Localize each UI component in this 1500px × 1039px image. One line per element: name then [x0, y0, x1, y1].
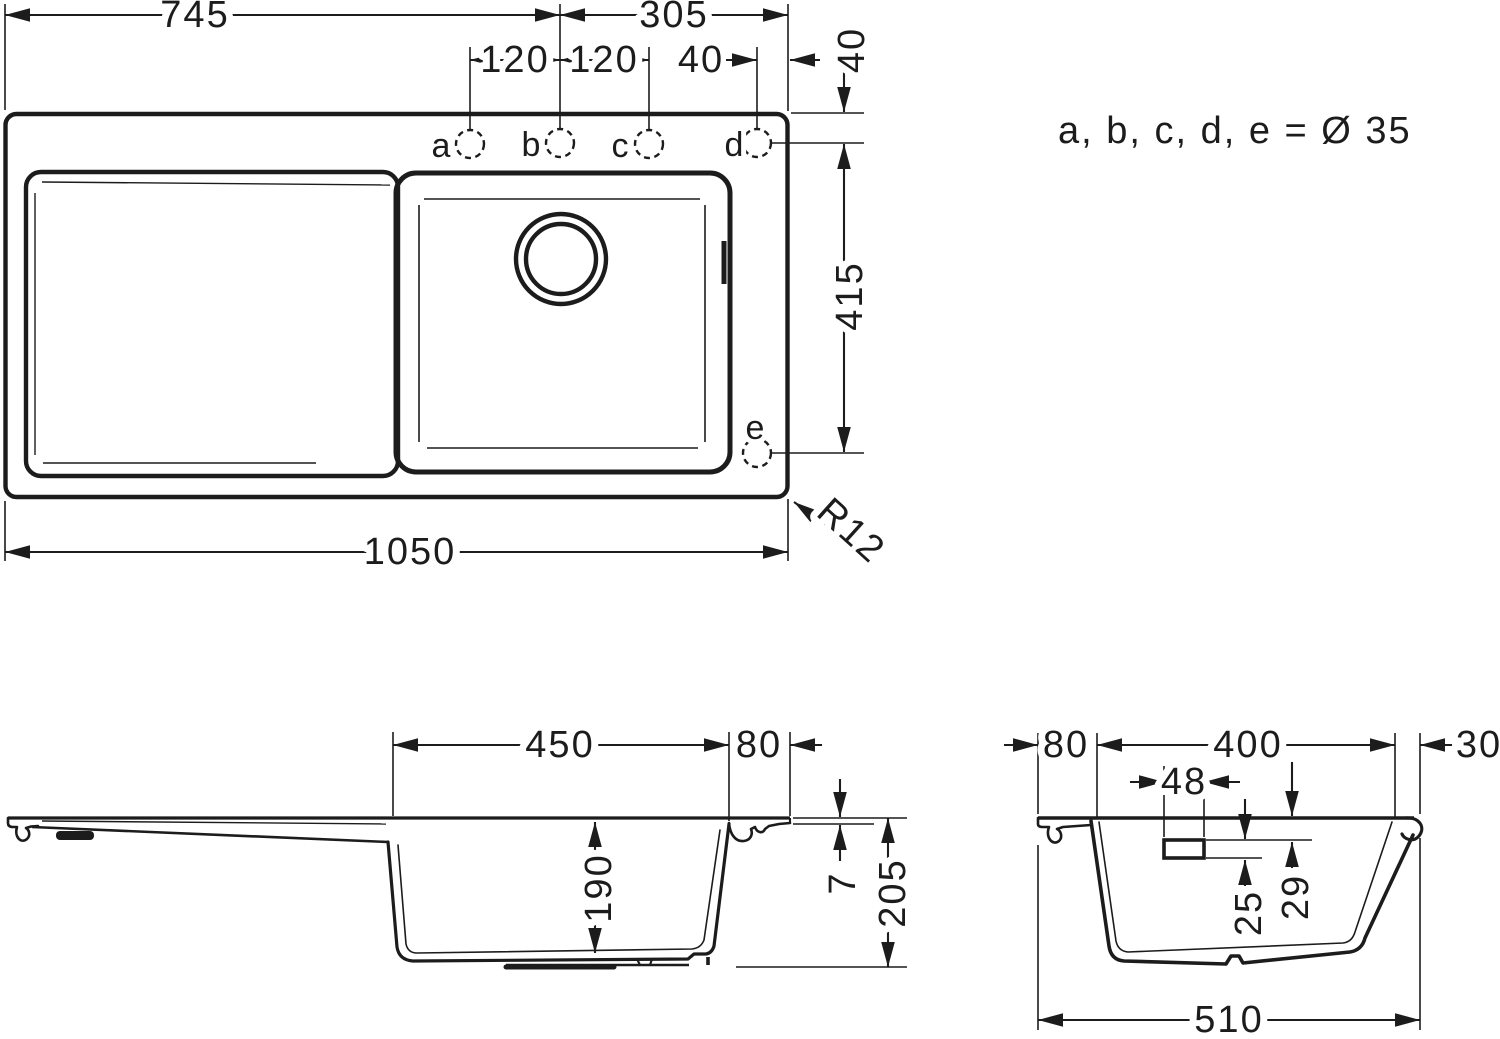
hole-a — [454, 128, 486, 160]
dim-label-190: 190 — [578, 853, 620, 922]
dim-label-510: 510 — [1194, 999, 1263, 1039]
basin-profile-outer — [386, 822, 731, 963]
dim-label-205: 205 — [872, 858, 914, 927]
sink-outline — [3, 111, 790, 500]
dim-label-40-horizontal: 40 — [678, 39, 724, 81]
dim-label-r12: R12 — [809, 490, 893, 572]
dim-label-7: 7 — [822, 871, 864, 894]
hole-e — [741, 437, 773, 469]
drainboard-outline — [23, 169, 401, 479]
dim-label-415: 415 — [829, 261, 871, 330]
dim-label-48: 48 — [1161, 761, 1207, 803]
mounting-boss — [56, 831, 94, 840]
dim-label-305: 305 — [639, 0, 708, 36]
left-rim-profile — [6, 816, 40, 842]
hole-c-label: c — [612, 127, 629, 165]
dim-label-120-ab: 120 — [480, 39, 549, 81]
left-rim-profile — [1036, 816, 1093, 844]
section-view: 80 400 30 48 29 25 510 — [1004, 717, 1500, 1039]
dim-label-40-vertical: 40 — [831, 27, 873, 73]
hole-diameter-note: a, b, c, d, e = Ø 35 — [1058, 110, 1412, 152]
hole-a-label: a — [432, 127, 451, 165]
drainboard-underside-line — [31, 825, 389, 844]
top-view: a b c d e 745 305 120 120 40 40 415 — [3, 0, 900, 580]
dim-label-400: 400 — [1213, 724, 1282, 766]
basin-profile-inner — [1098, 821, 1393, 953]
hole-e-label: e — [746, 409, 765, 447]
basin-outline — [393, 170, 733, 475]
hole-d-label: d — [725, 126, 744, 164]
drain-inner-circle — [523, 221, 599, 297]
drainboard-edge-line — [41, 820, 387, 825]
base-notch — [635, 957, 654, 967]
basin-profile-outer — [1089, 819, 1415, 966]
hole-b — [544, 127, 576, 159]
dim-label-29: 29 — [1275, 874, 1317, 920]
dim-label-25: 25 — [1228, 890, 1270, 936]
right-rim-profile — [727, 821, 792, 843]
drain-outer-circle — [513, 211, 609, 307]
radius-leader-line — [793, 501, 830, 528]
hole-d — [741, 127, 773, 159]
side-view: 450 80 190 7 205 — [6, 717, 921, 970]
dim-label-745: 745 — [160, 0, 229, 36]
dim-label-80-side: 80 — [736, 724, 782, 766]
dim-label-450: 450 — [525, 724, 594, 766]
dim-label-30: 30 — [1456, 724, 1500, 766]
overflow-opening — [1162, 838, 1206, 860]
dim-label-80-section: 80 — [1043, 724, 1089, 766]
hole-c — [633, 128, 665, 160]
right-rim-profile — [1400, 816, 1424, 842]
dim-label-1050: 1050 — [364, 531, 457, 573]
hole-b-label: b — [522, 126, 541, 164]
dim-label-120-bc: 120 — [569, 39, 638, 81]
basin-profile-inner — [397, 829, 721, 954]
drainboard-surface-line — [41, 181, 391, 186]
